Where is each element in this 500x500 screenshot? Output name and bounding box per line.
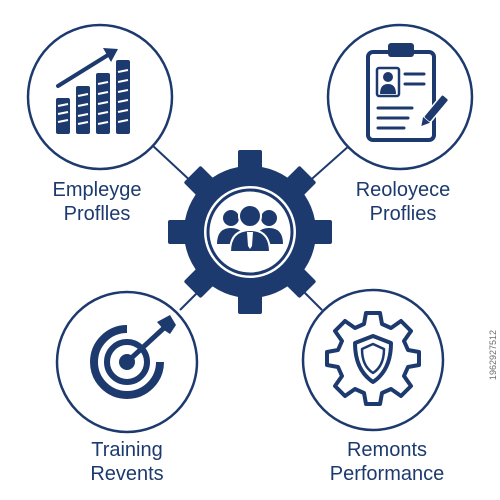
label-bottom-left-line2: Revents — [90, 463, 164, 485]
gear-shield-icon — [325, 311, 421, 406]
label-bottom-left: Training Revents — [37, 438, 217, 486]
connector-bottom-right — [301, 289, 323, 311]
label-top-right-line2: Proflies — [369, 203, 437, 225]
label-bottom-left-line1: Training — [91, 439, 163, 461]
label-top-right-line1: Reoloyece — [355, 179, 451, 201]
team-gear-icon — [217, 204, 283, 253]
node-bottom-left — [55, 290, 199, 434]
label-top-left-line2: Proflles — [63, 203, 131, 225]
bar-chart-growth-icon — [56, 48, 130, 134]
target-arrow-icon — [90, 315, 176, 399]
node-top-left — [26, 23, 174, 171]
node-bottom-right — [301, 288, 445, 432]
label-top-left-line1: Empleyge — [52, 179, 142, 201]
label-bottom-right-line1: Remonts — [346, 439, 428, 461]
clipboard-profile-icon — [366, 43, 450, 142]
center-hub — [168, 150, 332, 314]
label-top-right: Reoloyece Proflies — [313, 178, 493, 226]
connector-top-right — [304, 144, 351, 186]
node-top-right — [326, 23, 474, 171]
label-top-left: Empleyge Proflles — [7, 178, 187, 226]
label-bottom-right-line2: Performance — [329, 463, 445, 485]
label-bottom-right: Remonts Performance — [297, 438, 477, 486]
watermark-id: 1962927512 — [488, 330, 498, 381]
